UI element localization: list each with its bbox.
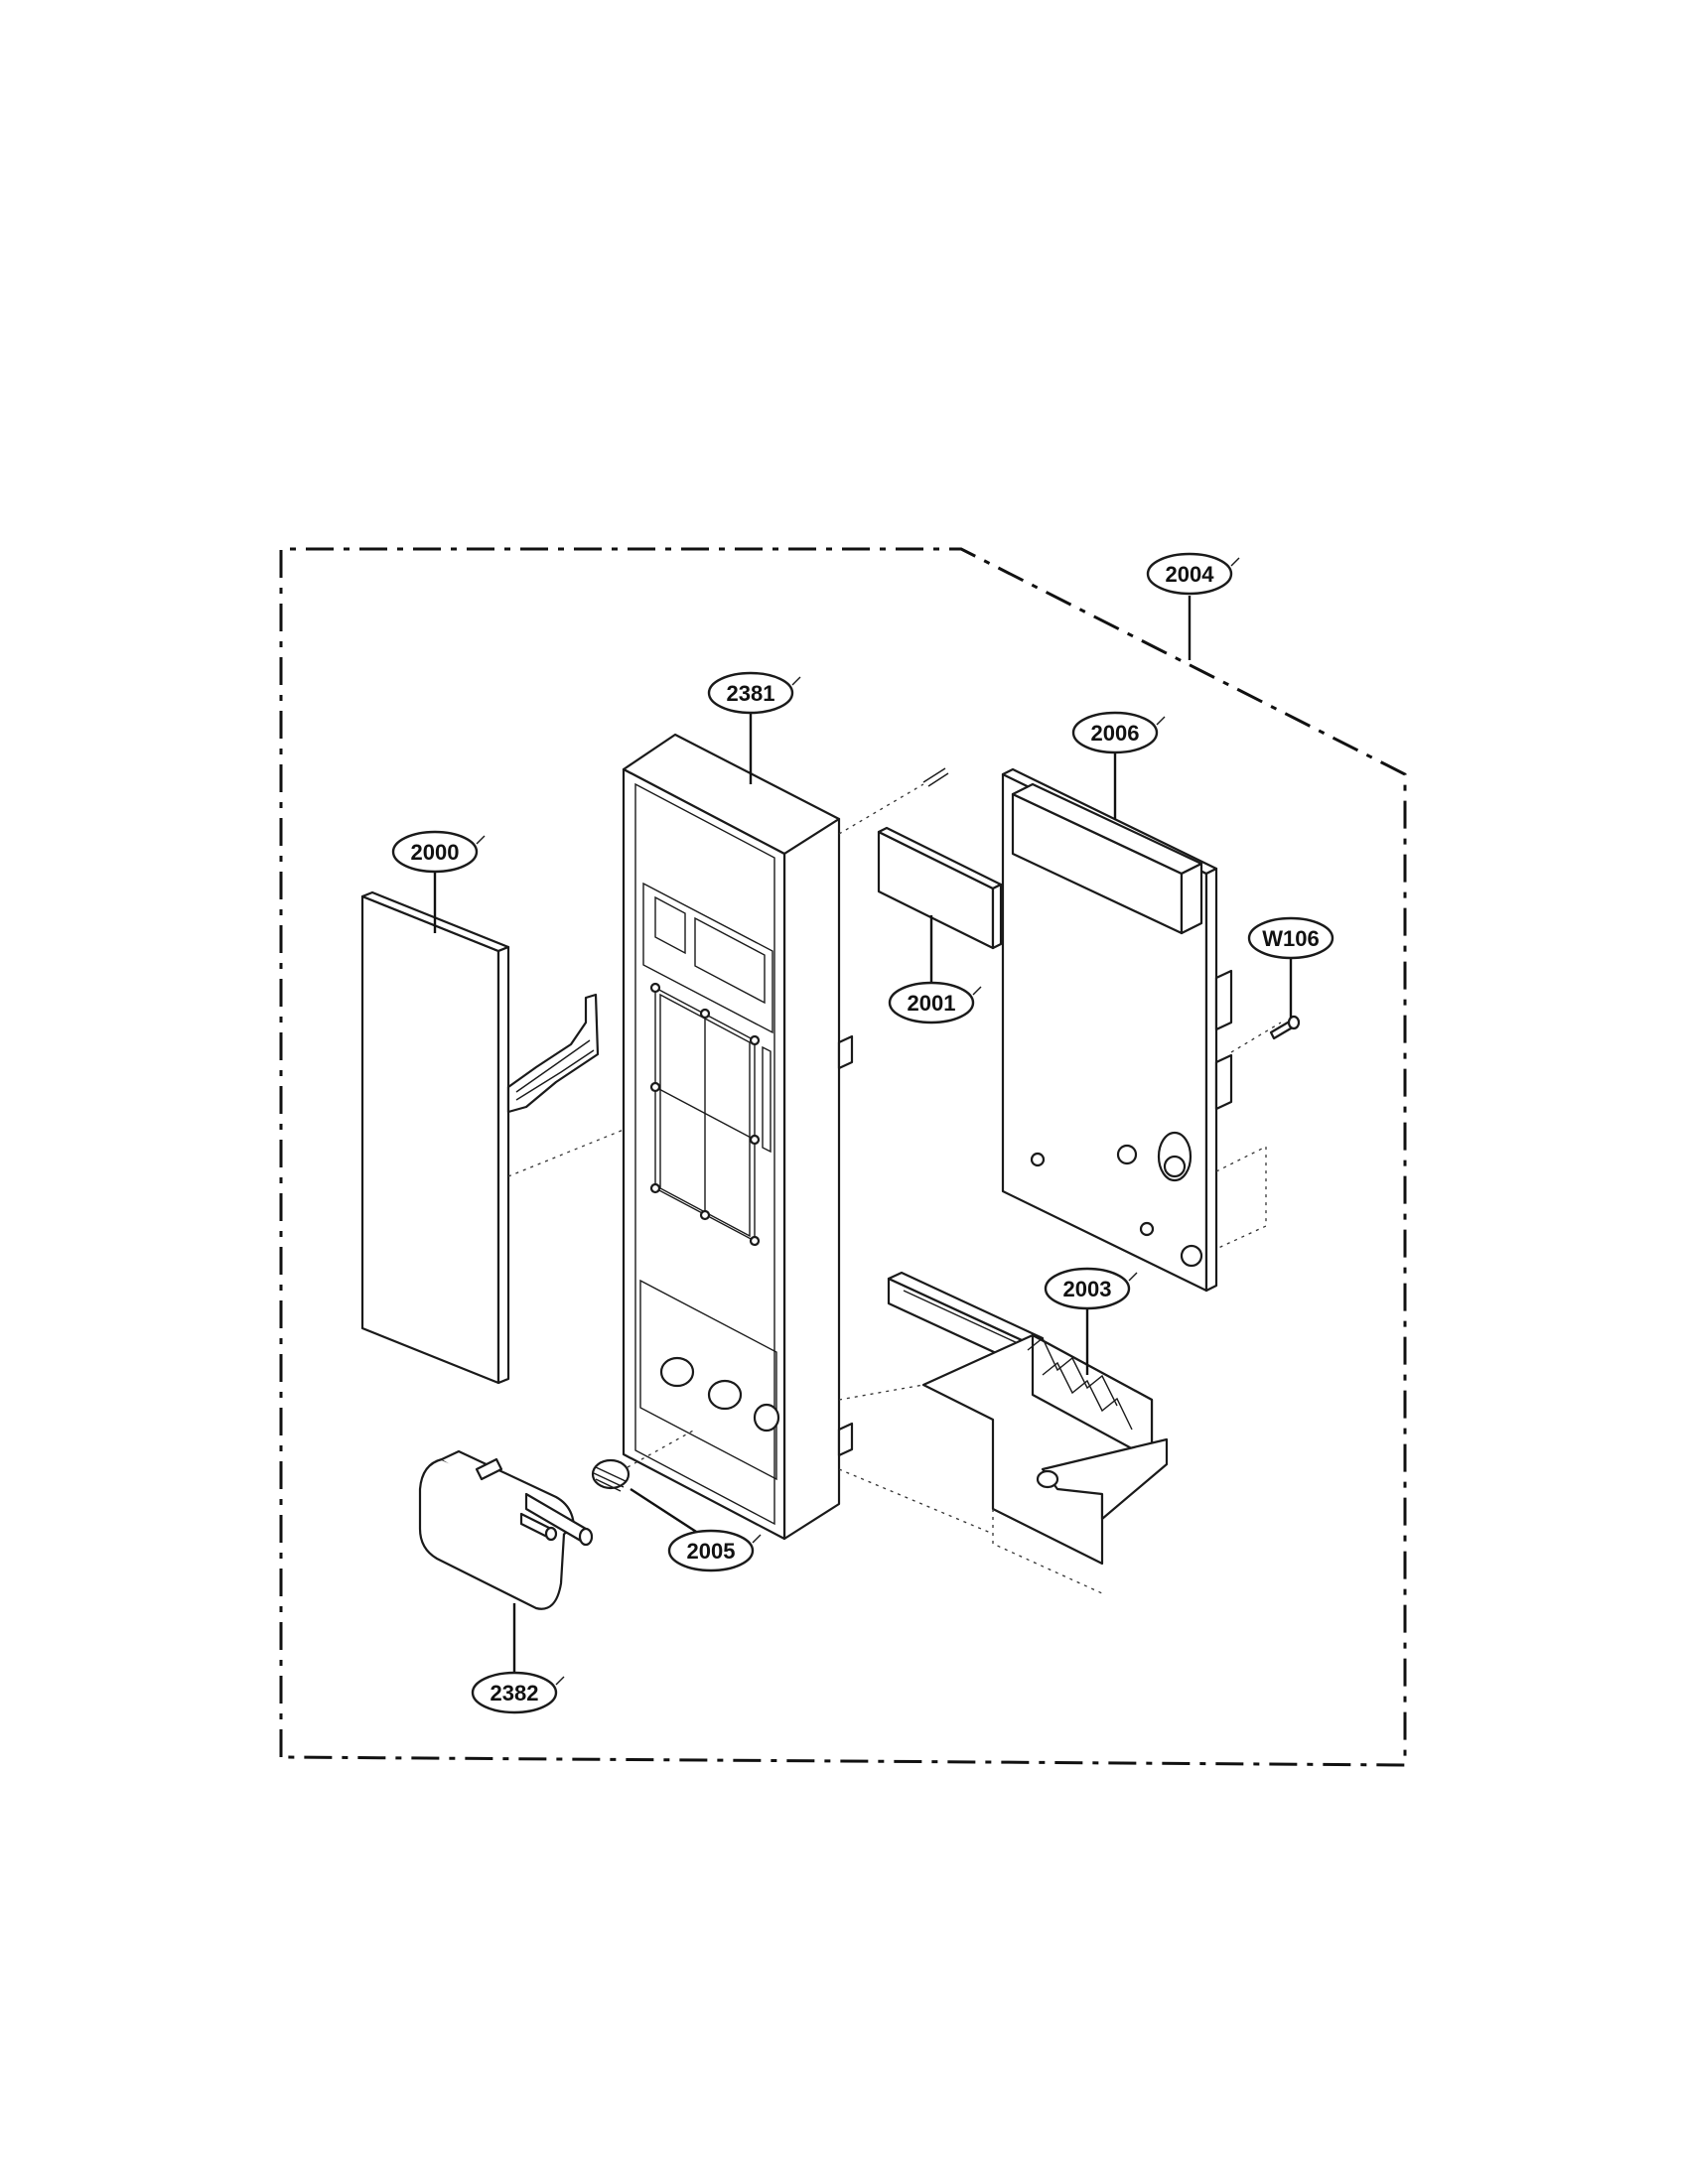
callout-label-2001: 2001 — [908, 991, 956, 1016]
pcb-board-part — [1001, 767, 1282, 1293]
display-window-part — [877, 826, 1003, 950]
callout-W106: W106 — [1247, 916, 1334, 960]
callout-2005: 2005 — [667, 1529, 762, 1572]
callout-label-2003: 2003 — [1063, 1277, 1112, 1301]
callout-label-2004: 2004 — [1166, 562, 1215, 587]
callout-2381: 2381 — [707, 671, 801, 715]
callout-2006: 2006 — [1071, 711, 1166, 754]
small-screw-top — [838, 767, 949, 835]
callout-label-2382: 2382 — [491, 1681, 539, 1706]
callout-2382: 2382 — [471, 1671, 565, 1714]
callout-2004: 2004 — [1146, 552, 1240, 596]
leader-2005 — [630, 1487, 708, 1541]
door-button-part — [418, 1449, 594, 1610]
callout-label-W106: W106 — [1262, 926, 1319, 951]
callout-2001: 2001 — [888, 981, 982, 1024]
callout-label-2000: 2000 — [411, 840, 460, 865]
callout-2003: 2003 — [1044, 1267, 1138, 1310]
callout-label-2005: 2005 — [687, 1539, 736, 1564]
callout-label-2381: 2381 — [727, 681, 775, 706]
assembly-boundary — [279, 547, 1407, 1767]
spring-part — [591, 1429, 696, 1492]
screw-part — [1269, 1015, 1301, 1040]
callout-2000: 2000 — [391, 830, 486, 874]
control-panel-frame-part — [622, 733, 854, 1541]
latch-lever-part — [838, 1271, 1169, 1594]
callout-label-2006: 2006 — [1091, 721, 1140, 746]
membrane-switch-part — [360, 890, 656, 1385]
